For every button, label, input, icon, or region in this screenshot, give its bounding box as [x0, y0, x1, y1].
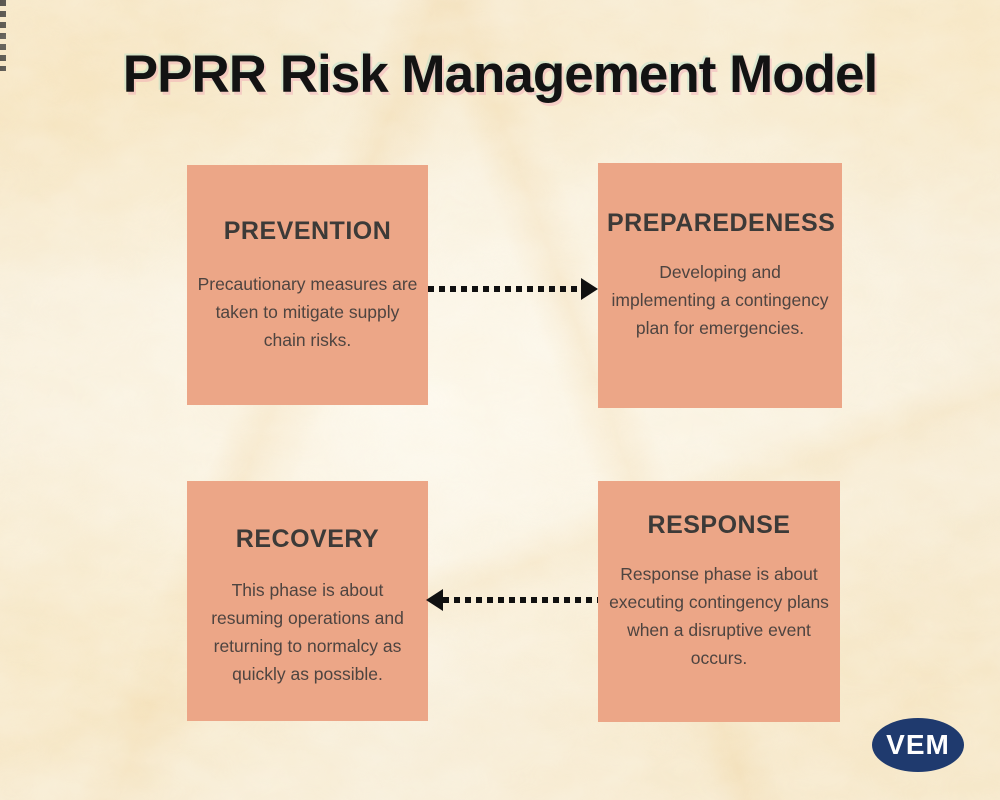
arrowhead-left-icon — [426, 589, 443, 611]
arrowhead-right-icon — [581, 278, 598, 300]
arrow-prevention-to-preparedeness — [428, 278, 598, 300]
box-recovery: RECOVERY This phase is about resuming op… — [187, 481, 428, 721]
page-title: PPRR Risk Management Model — [122, 45, 878, 104]
box-prevention: PREVENTION Precautionary measures are ta… — [187, 165, 428, 405]
box-preparedeness-body: Developing and implementing a contingenc… — [611, 262, 829, 338]
box-response-heading: RESPONSE — [647, 511, 791, 539]
vem-logo-text: VEM — [886, 729, 950, 760]
box-prevention-heading: PREVENTION — [223, 217, 392, 245]
box-response: RESPONSE Response phase is about executi… — [598, 481, 840, 722]
box-recovery-body: This phase is about resuming operations … — [211, 580, 404, 684]
dotted-line — [428, 286, 581, 292]
box-response-body: Response phase is about executing contin… — [609, 564, 829, 668]
box-prevention-body: Precautionary measures are taken to miti… — [197, 274, 418, 350]
vem-logo: VEM — [872, 718, 964, 772]
box-recovery-heading: RECOVERY — [235, 525, 380, 553]
box-preparedeness-heading: PREPAREDENESS — [607, 209, 836, 237]
arrow-response-to-recovery — [426, 589, 598, 611]
box-preparedeness: PREPAREDENESS Developing and implementin… — [598, 163, 842, 408]
dotted-line — [443, 597, 598, 603]
